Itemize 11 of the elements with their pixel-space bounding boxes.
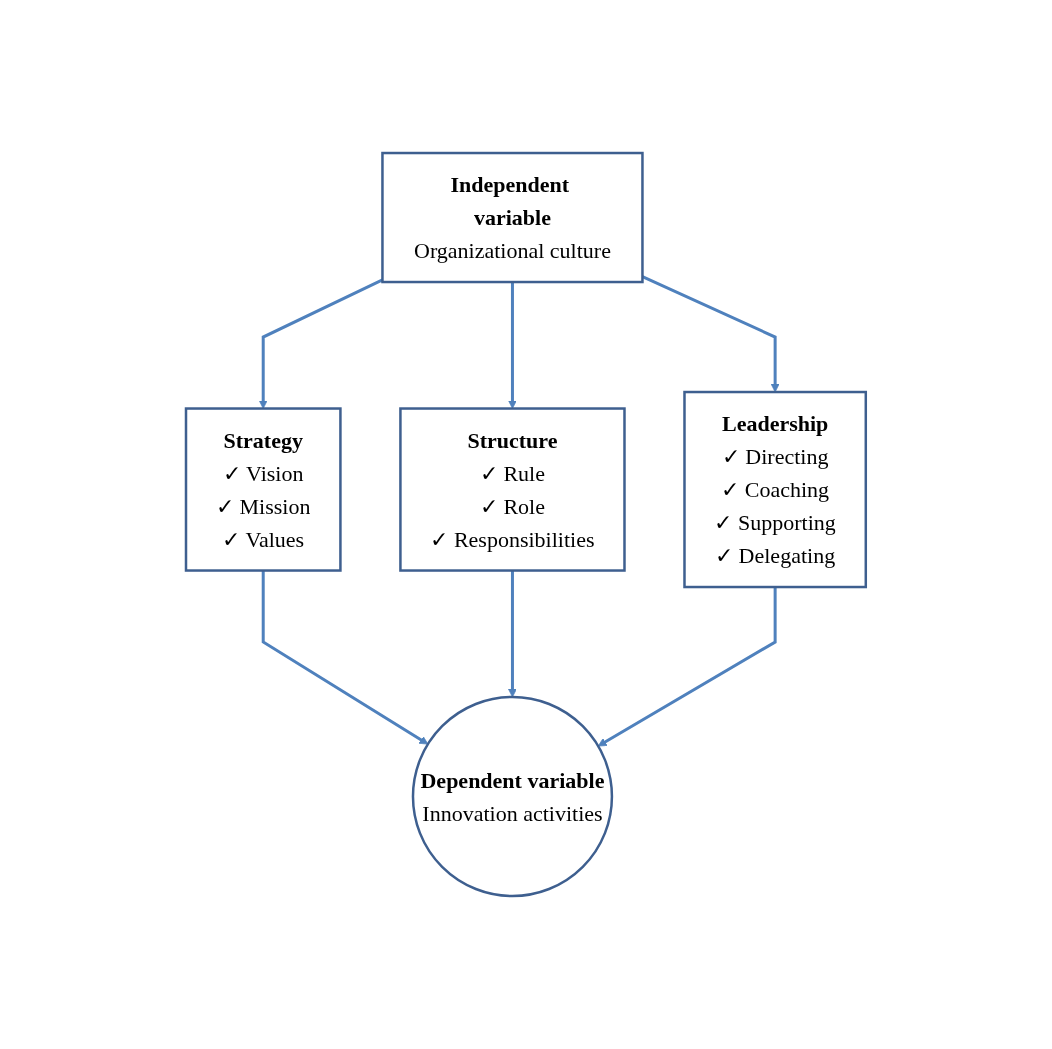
arrow	[641, 275, 780, 393]
arrow	[258, 278, 384, 409]
arrow	[508, 282, 517, 409]
arrow	[261, 570, 429, 745]
arrow	[597, 587, 777, 747]
node-box: Structure ✓ Rule ✓ Role ✓ Responsibilities	[399, 407, 626, 572]
node-circle: Dependent variable Innovation activities	[411, 695, 614, 898]
node-box: Leadership ✓ Directing ✓ Coaching ✓ Supporting ✓ Delegating	[683, 390, 868, 589]
node-box: Independent variable Organizational culture	[381, 151, 644, 284]
arrow	[508, 570, 517, 698]
node-box: Strategy ✓ Vision ✓ Mission ✓ Values	[184, 407, 342, 572]
